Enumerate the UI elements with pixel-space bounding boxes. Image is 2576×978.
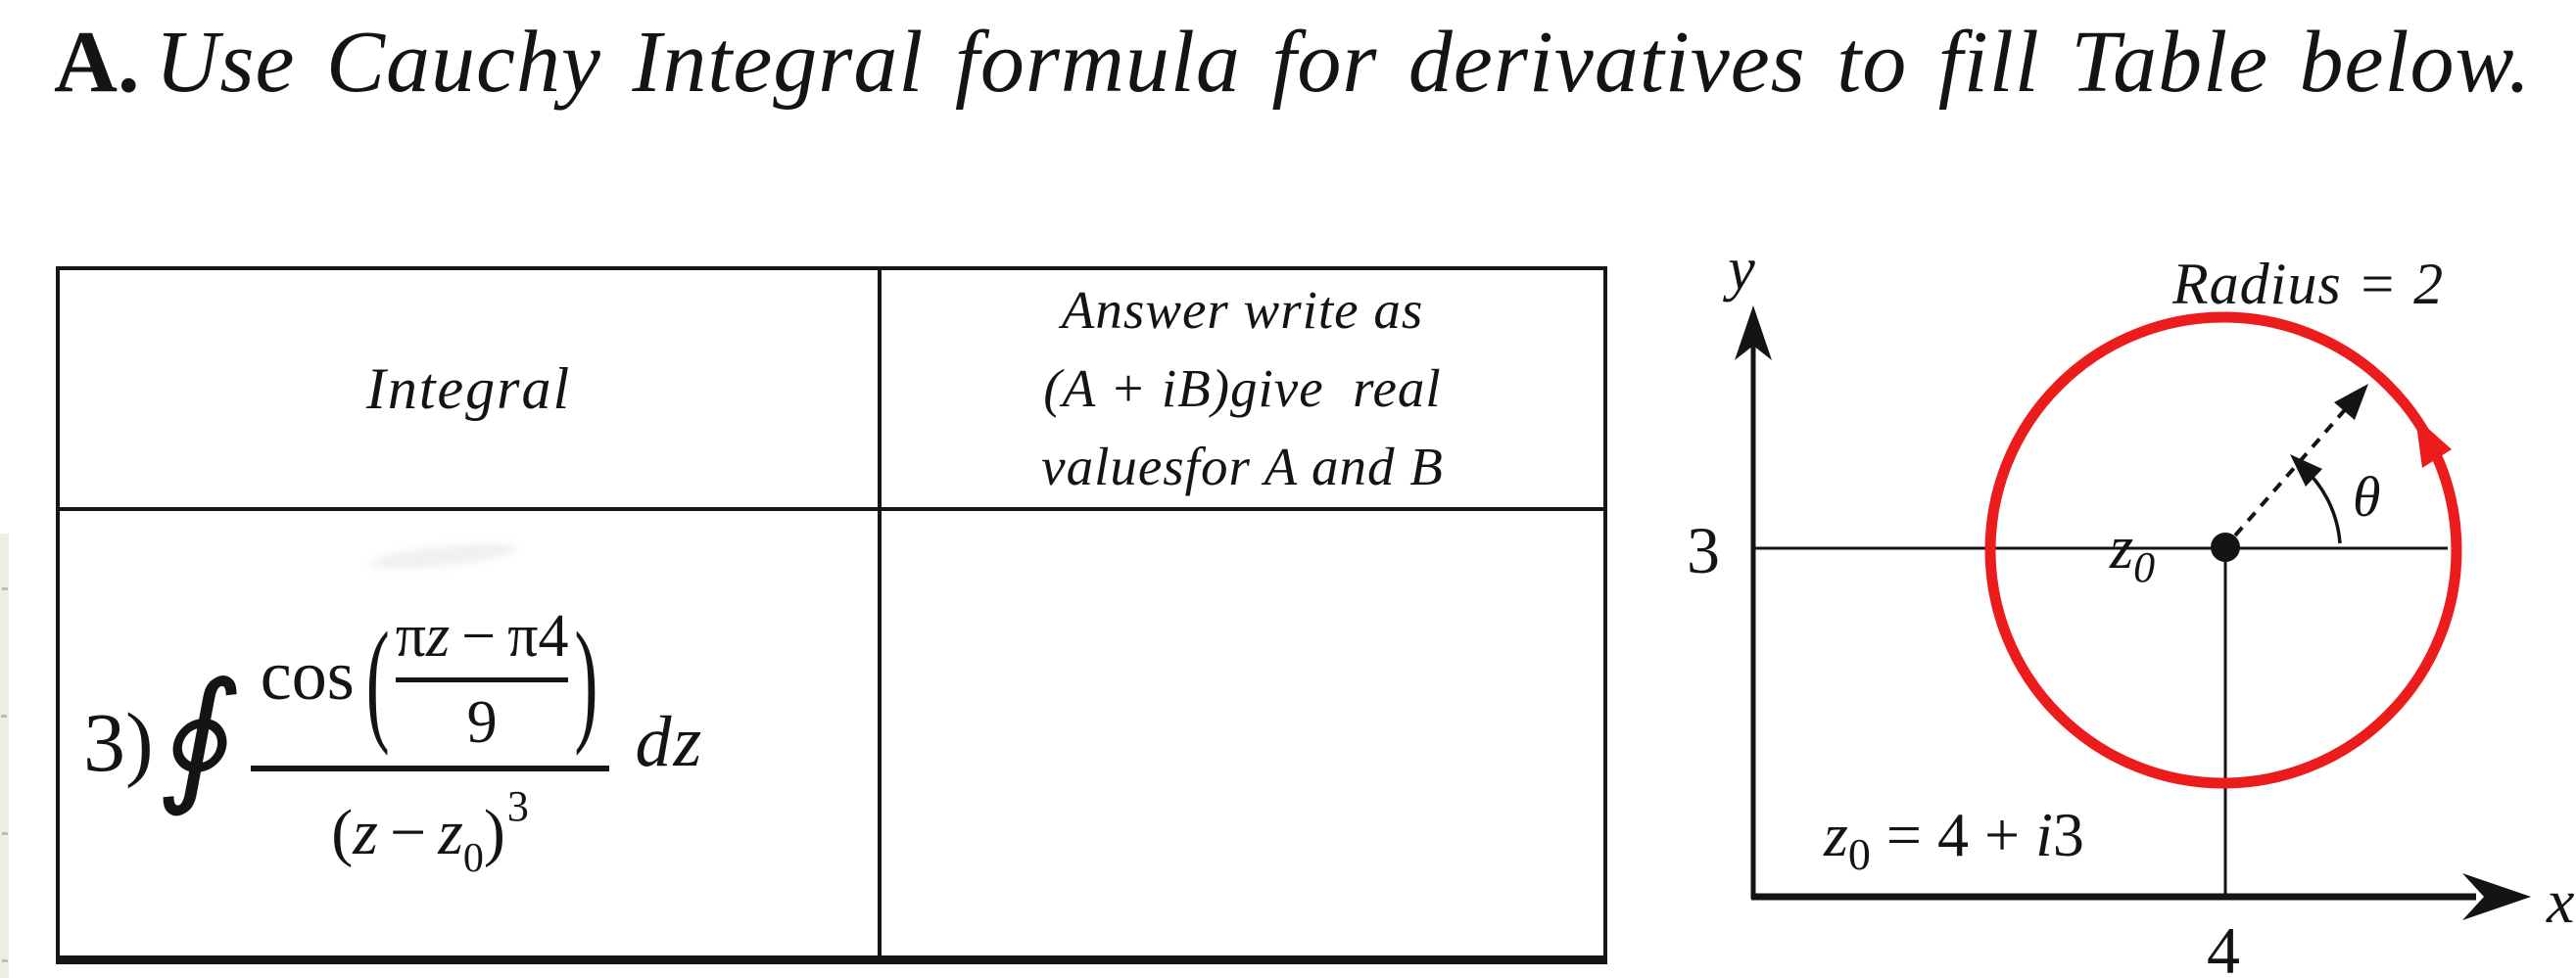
main-numerator: cos ( πz−π4 9 ) bbox=[251, 602, 610, 758]
header-cell-integral: Integral bbox=[60, 270, 882, 511]
equation-middle: = 4 + bbox=[1871, 800, 2035, 869]
contour-direction-arrowhead-icon bbox=[2415, 417, 2452, 468]
radius-label: Radius = 2 bbox=[2171, 252, 2444, 316]
big-close-paren: ) bbox=[574, 603, 598, 757]
x-tick-label: 4 bbox=[2207, 913, 2240, 978]
z0-subscript: 0 bbox=[462, 836, 484, 881]
z-variable: z bbox=[438, 797, 463, 868]
inner-fraction: πz−π4 9 bbox=[395, 602, 569, 758]
y-axis-label: y bbox=[1722, 236, 1755, 303]
pi-symbol: π bbox=[507, 603, 539, 670]
center-point-label: z0 bbox=[2109, 515, 2155, 591]
scan-artifact bbox=[2, 832, 8, 835]
contour-circle bbox=[1984, 311, 2462, 789]
open-paren: ( bbox=[331, 797, 354, 868]
center-equation: z0 = 4 + i3 bbox=[1823, 800, 2084, 879]
title-prefix: A. bbox=[54, 14, 140, 111]
page-title: A.Use Cauchy Integral formula for deriva… bbox=[54, 14, 2531, 111]
cos-function: cos bbox=[260, 636, 355, 715]
z-glyph: z bbox=[2109, 515, 2133, 582]
minus-sign: − bbox=[389, 797, 427, 868]
main-fraction: cos ( πz−π4 9 ) (z−z0)3 bbox=[250, 602, 610, 882]
header-cell-answer: Answer write as (A + iB)give real values… bbox=[882, 270, 1603, 511]
integral-cell: 3) ∮ cos ( πz−π4 9 ) bbox=[60, 511, 882, 955]
answer-header-line: valuesfor A and B bbox=[1041, 437, 1444, 496]
center-point-dot bbox=[2211, 533, 2240, 562]
integral-column-header: Integral bbox=[365, 355, 572, 421]
scan-edge-strip bbox=[0, 534, 9, 978]
contour-integral-formula: 3) ∮ cos ( πz−π4 9 ) bbox=[83, 602, 703, 882]
y-tick-label: 3 bbox=[1687, 513, 1720, 587]
main-fraction-bar bbox=[250, 766, 610, 771]
main-denominator: (z−z0)3 bbox=[331, 781, 529, 882]
answer-cell bbox=[882, 511, 1603, 955]
zero-subscript: 0 bbox=[1848, 829, 1871, 879]
zero-subscript: 0 bbox=[2133, 543, 2155, 591]
scan-artifact bbox=[2, 959, 8, 962]
z-variable: z bbox=[353, 797, 378, 868]
numerator-digit: 4 bbox=[538, 603, 569, 670]
complex-plane-diagram: y x 3 4 Radius = 2 θ z0 z0 = 4 + i3 bbox=[1687, 236, 2574, 978]
imaginary-value: 3 bbox=[2053, 800, 2084, 869]
imaginary-unit: i bbox=[2035, 800, 2053, 869]
z-variable: z bbox=[426, 603, 451, 670]
scan-artifact bbox=[2, 587, 8, 590]
differential-dz: dz bbox=[635, 701, 704, 782]
close-paren: ) bbox=[483, 797, 505, 868]
contour-integral-icon: ∮ bbox=[151, 651, 251, 819]
z-glyph: z bbox=[1823, 800, 1848, 869]
y-axis-arrowhead-icon bbox=[1735, 305, 1772, 360]
theta-label: θ bbox=[2353, 465, 2381, 529]
inner-numerator: πz−π4 bbox=[396, 602, 569, 672]
answer-header-line: (A + iB)give real bbox=[1043, 358, 1442, 418]
title-text: Use Cauchy Integral formula for derivati… bbox=[155, 14, 2532, 111]
radius-dashed-arrow bbox=[2233, 403, 2351, 537]
big-open-paren: ( bbox=[365, 603, 390, 757]
integral-table: Integral Answer write as (A + iB)give re… bbox=[56, 266, 1607, 964]
minus-sign: − bbox=[461, 603, 497, 670]
exponent: 3 bbox=[506, 782, 529, 830]
answer-header-line: Answer write as bbox=[1061, 280, 1424, 340]
inner-denominator: 9 bbox=[466, 689, 498, 756]
radius-arrowhead-icon bbox=[2334, 384, 2368, 420]
inner-fraction-bar bbox=[395, 677, 569, 682]
question-number: 3) bbox=[83, 695, 154, 789]
x-axis-arrowhead-icon bbox=[2462, 873, 2531, 920]
x-axis-label: x bbox=[2546, 866, 2574, 936]
scan-artifact bbox=[1, 715, 7, 718]
theta-arc-arrowhead-icon bbox=[2290, 454, 2322, 487]
pi-symbol: π bbox=[395, 603, 427, 670]
